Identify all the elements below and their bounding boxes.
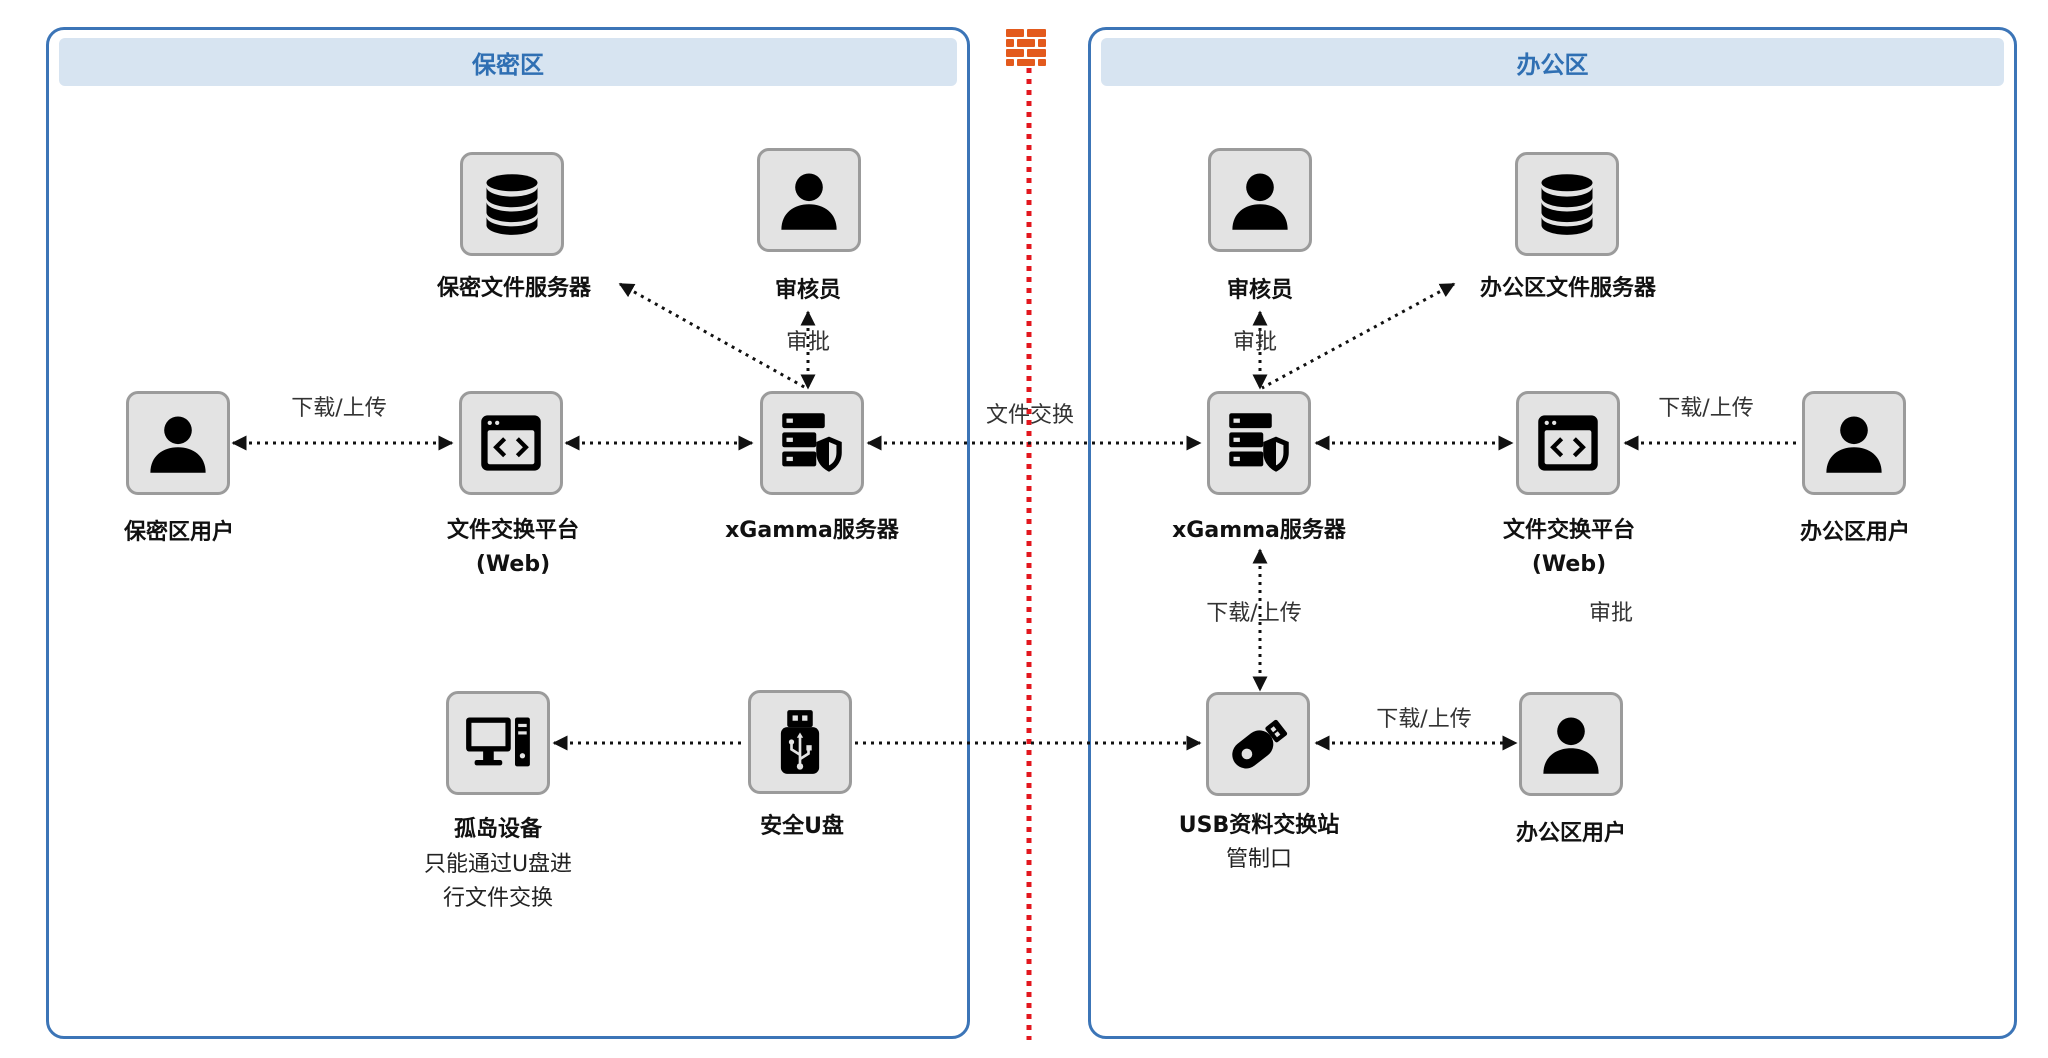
l-island-label: 孤岛设备 [453,817,543,842]
server-shield-icon [782,413,842,472]
edge-label-l-download: 下载/上传 [291,396,387,421]
usb-drive-icon [780,710,820,774]
l-file-server-node [460,152,564,256]
l-xgamma-label: xGamma服务器 [725,518,899,543]
r-station-node [1206,692,1310,796]
user-icon [781,173,837,230]
r-auditor-label: 审核员 [1226,278,1294,303]
user-icon [1826,416,1882,473]
l-platform-node [459,391,563,495]
l-island-node [446,691,550,795]
l-island-desc-line1: 只能通过U盘进 [423,852,573,877]
r-user-label: 办公区用户 [1799,520,1911,545]
r-platform-label: 文件交换平台 [1502,518,1636,543]
l-auditor-label: 审核员 [774,278,842,303]
l-file-server-label: 保密文件服务器 [436,276,592,301]
code-window-icon [481,415,541,471]
firewall-icon [1006,29,1046,66]
r-xgamma-label: xGamma服务器 [1172,518,1346,543]
l-user-node [126,391,230,495]
l-platform-label: 文件交换平台 [446,518,580,543]
desktop-computer-icon [466,717,530,767]
edge-label-r-approve2: 审批 [1588,601,1634,626]
edge-label-r-download2: 下载/上传 [1206,601,1302,626]
r-file-server-node [1515,152,1619,256]
l-platform-sub: (Web) [475,552,551,577]
r-file-server-label: 办公区文件服务器 [1479,276,1657,301]
server-shield-icon [1229,413,1289,472]
database-icon [1541,174,1593,235]
edge-label-exchange: 文件交换 [985,403,1075,428]
code-window-icon [1538,415,1598,471]
confidential-zone-title: 保密区 [59,38,957,86]
database-icon [486,174,538,235]
edge-label-r-usb-download: 下载/上传 [1376,707,1472,732]
r-user2-label: 办公区用户 [1515,821,1627,846]
usb-station-icon [1232,719,1288,769]
l-xgamma-node [760,391,864,495]
r-user2-node [1519,692,1623,796]
l-island-desc-line2: 行文件交换 [442,886,554,911]
r-station-desc: 管制口 [1225,847,1293,872]
edge-l-fileserver-xgamma [618,282,807,390]
user-icon [150,416,206,473]
office-zone-title: 办公区 [1101,38,2004,86]
r-station-label: USB资料交换站 [1178,813,1340,838]
user-icon [1232,173,1288,230]
l-user-label: 保密区用户 [123,520,235,545]
l-auditor-node [757,148,861,252]
r-platform-node [1516,391,1620,495]
user-icon [1543,717,1599,774]
office-zone: 办公区 [1088,27,2017,1039]
edge-label-r-download: 下载/上传 [1658,396,1754,421]
r-platform-sub: (Web) [1531,552,1607,577]
l-usb-node [748,690,852,794]
l-usb-label: 安全U盘 [760,814,844,839]
edge-label-r-approve: 审批 [1232,330,1278,355]
confidential-zone: 保密区 [46,27,970,1039]
r-user-node [1802,391,1906,495]
r-xgamma-node [1207,391,1311,495]
r-auditor-node [1208,148,1312,252]
edge-label-l-approve: 审批 [785,330,831,355]
